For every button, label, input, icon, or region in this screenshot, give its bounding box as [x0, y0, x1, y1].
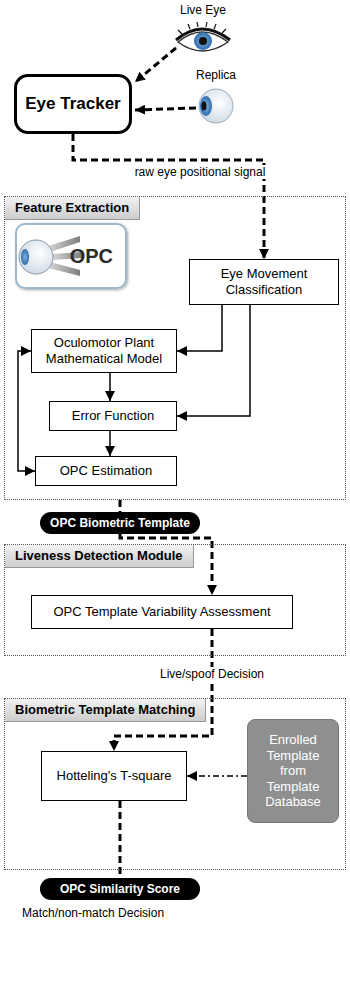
connector — [114, 629, 212, 751]
connector — [119, 500, 122, 512]
process-box: OPC Template Variability Assessment — [31, 595, 293, 629]
logo-box: OPC — [15, 223, 127, 289]
node-label: Enrolled Template from Template Database — [252, 732, 334, 810]
node-label: OPC Estimation — [60, 463, 152, 479]
module-panel: Feature ExtractionOPC Eye Movement Classi… — [4, 196, 346, 500]
device-box: Eye Tracker — [14, 74, 132, 134]
connector-label: Live/spoof Decision — [157, 667, 267, 681]
output-pill: OPC Biometric Template — [40, 512, 200, 534]
eye-to-tracker-arrow — [135, 48, 176, 82]
replica-to-tracker-arrow — [135, 108, 196, 110]
panel-heading: Biometric Template Matching — [5, 699, 206, 722]
connector — [177, 305, 222, 351]
node-label: OPC Similarity Score — [60, 882, 180, 896]
connector — [177, 305, 250, 416]
connector — [109, 431, 111, 456]
node-label: Error Function — [72, 408, 154, 424]
input-label: Replica — [196, 68, 236, 82]
node-label: OPC — [70, 244, 113, 268]
module-panel: Liveness Detection ModuleOPC Template Va… — [4, 544, 346, 656]
node-label: Eye Tracker — [25, 94, 120, 114]
replica-eye-picture — [199, 89, 233, 123]
panel-heading: Liveness Detection Module — [5, 545, 194, 568]
database-box: Enrolled Template from Template Database — [247, 719, 339, 823]
connector-label: raw eye positional signal — [132, 165, 269, 179]
process-box: Hotteling's T-square — [41, 751, 187, 801]
process-box: OPC Estimation — [35, 456, 177, 486]
node-label: Eye Movement Classification — [196, 266, 332, 297]
live-eye-picture — [176, 22, 230, 51]
output-pill: OPC Similarity Score — [40, 878, 200, 900]
node-label: Oculomotor Plant Mathematical Model — [38, 335, 170, 366]
input-label: Live Eye — [180, 3, 226, 17]
module-panel: Biometric Template MatchingHotteling's T… — [4, 698, 346, 870]
node-label: OPC Biometric Template — [50, 516, 190, 530]
process-box: Eye Movement Classification — [189, 259, 339, 305]
panel-heading: Feature Extraction — [5, 197, 140, 220]
process-box: Error Function — [49, 401, 177, 431]
connector — [109, 373, 111, 401]
node-label: OPC Template Variability Assessment — [54, 604, 271, 620]
node-label: Hotteling's T-square — [57, 768, 172, 784]
connector — [187, 775, 247, 777]
output-note: Match/non-match Decision — [22, 906, 164, 920]
process-box: Oculomotor Plant Mathematical Model — [31, 329, 177, 373]
connector — [119, 801, 122, 878]
